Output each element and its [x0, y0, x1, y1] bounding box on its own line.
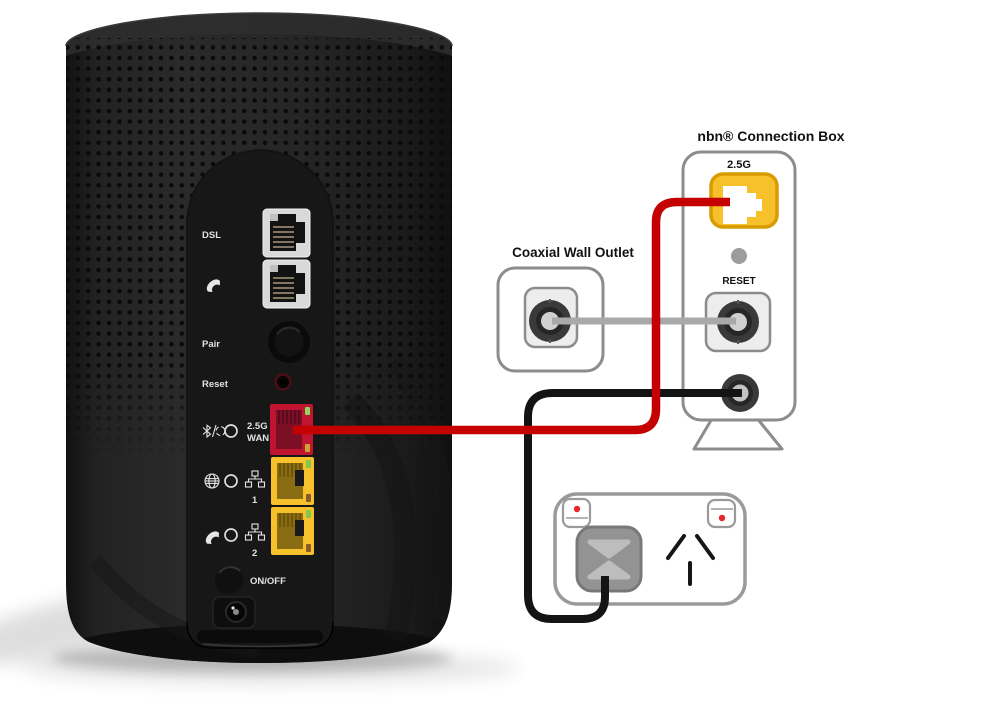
phone-line-port — [262, 259, 311, 309]
nbn-reset-button — [731, 248, 747, 264]
globe-icon — [204, 473, 220, 489]
phone2-icon — [205, 531, 219, 544]
nbn-port-label: 2.5G — [727, 159, 751, 171]
on-off-label: ON/OFF — [250, 576, 286, 587]
lan2-port — [271, 507, 314, 555]
nbn-box-title: nbn® Connection Box — [697, 128, 844, 144]
lan1-led — [224, 474, 238, 488]
wan-cable — [293, 197, 730, 435]
modem-port-panel — [186, 149, 334, 649]
ethernet2-icon — [244, 523, 266, 541]
wan-port — [270, 404, 313, 455]
panel-groove — [197, 630, 323, 643]
wall-coax-connector — [529, 299, 571, 343]
lan2-led — [224, 528, 238, 542]
pair-button — [268, 321, 310, 363]
outlet-socket-pins — [666, 534, 715, 586]
on-off-button — [215, 566, 243, 594]
nbn-connection-box: 2.5G RESET — [681, 150, 797, 422]
reset-label: Reset — [202, 379, 229, 390]
power-jack — [212, 596, 256, 629]
wan-label-1: 2.5G — [247, 421, 268, 432]
wan-label-2: WAN — [247, 433, 269, 444]
coaxial-wall-outlet-title: Coaxial Wall Outlet — [512, 245, 634, 260]
pair-label: Pair — [202, 339, 220, 350]
nbn-coax-port — [704, 291, 772, 353]
reset-hole — [274, 373, 292, 391]
lan1-port — [271, 457, 314, 505]
dsl-label: DSL — [202, 230, 221, 241]
power-plug — [575, 525, 643, 593]
ethernet1-icon — [244, 470, 266, 488]
phone-icon — [206, 279, 220, 292]
outlet-switch-right — [706, 498, 737, 529]
dsl-port — [262, 208, 311, 258]
modem-top-rim — [66, 13, 452, 56]
modem: DSL Pair Reset — [65, 12, 453, 663]
lan1-number: 1 — [252, 495, 258, 506]
outlet-switch-left — [561, 497, 592, 529]
power-cable — [524, 389, 742, 623]
nbn-reset-label: RESET — [722, 276, 755, 287]
lan2-number: 2 — [252, 548, 257, 559]
